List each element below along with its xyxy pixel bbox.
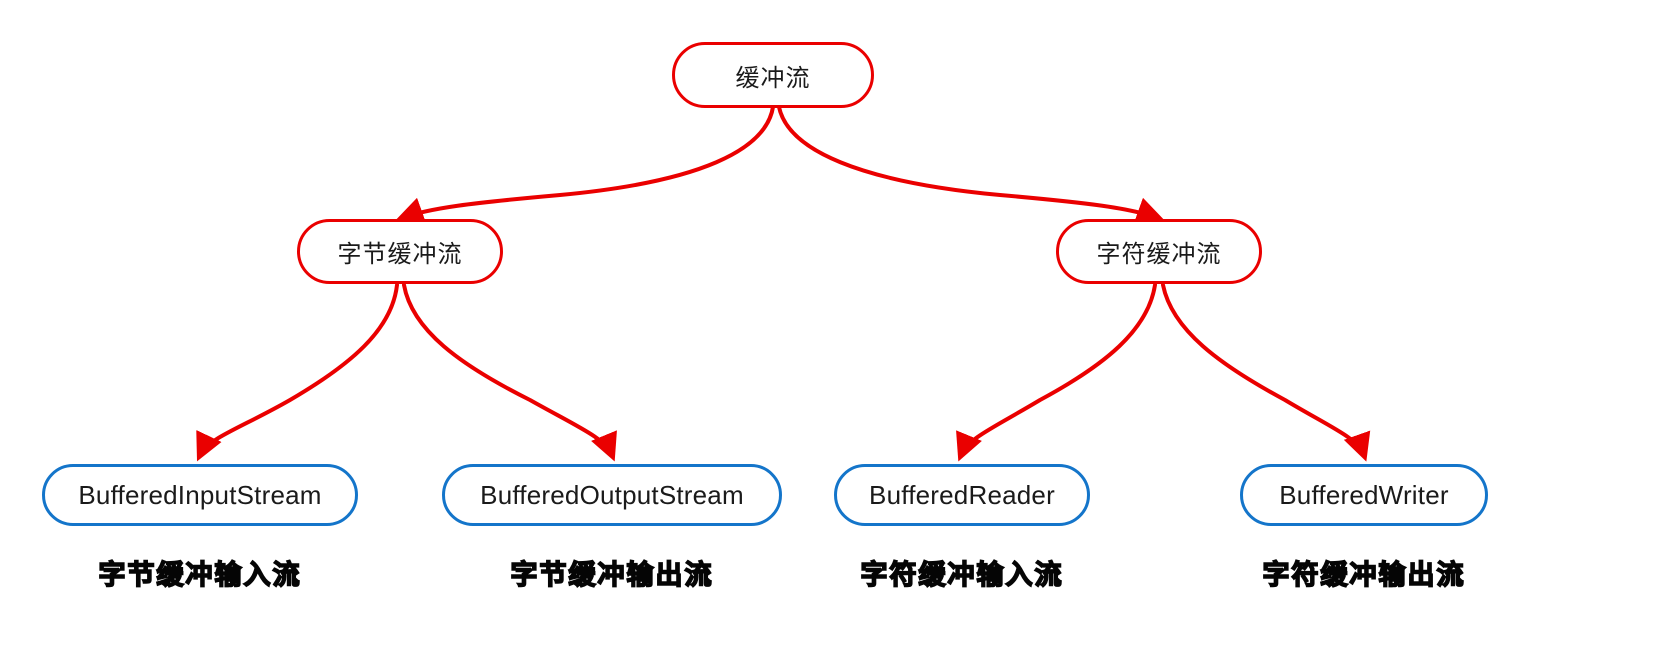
caption-buffered-writer: 字符缓冲输出流	[1262, 559, 1466, 592]
edge-byte-to-bos	[402, 283, 617, 462]
edge-char-to-br	[956, 283, 1157, 462]
node-byte-buffered-stream[interactable]: 字节缓冲流	[297, 219, 503, 284]
edge-char-to-bw	[1161, 283, 1371, 462]
node-char-buffered-stream-label: 字符缓冲流	[1096, 241, 1222, 268]
node-buffered-input-stream-label: BufferedInputStream	[78, 479, 322, 510]
node-root[interactable]: 缓冲流	[672, 42, 874, 108]
caption-buffered-input-stream: 字节缓冲输入流	[98, 559, 302, 592]
edge-byte-to-bis	[196, 283, 399, 462]
node-buffered-reader-label: BufferedReader	[869, 479, 1055, 510]
node-buffered-reader[interactable]: BufferedReader	[834, 464, 1090, 526]
edge-root-to-byte	[395, 105, 775, 225]
caption-buffered-output-stream: 字节缓冲输出流	[510, 559, 714, 592]
node-buffered-output-stream-label: BufferedOutputStream	[480, 479, 744, 510]
node-root-label: 缓冲流	[735, 64, 811, 92]
node-byte-buffered-stream-label: 字节缓冲流	[337, 241, 463, 268]
node-buffered-input-stream[interactable]: BufferedInputStream	[42, 464, 358, 526]
node-char-buffered-stream[interactable]: 字符缓冲流	[1056, 219, 1262, 284]
edge-root-to-char	[777, 105, 1165, 225]
caption-buffered-reader: 字符缓冲输入流	[860, 559, 1064, 592]
node-buffered-writer[interactable]: BufferedWriter	[1240, 464, 1488, 526]
node-buffered-writer-label: BufferedWriter	[1279, 479, 1449, 510]
node-buffered-output-stream[interactable]: BufferedOutputStream	[442, 464, 782, 526]
